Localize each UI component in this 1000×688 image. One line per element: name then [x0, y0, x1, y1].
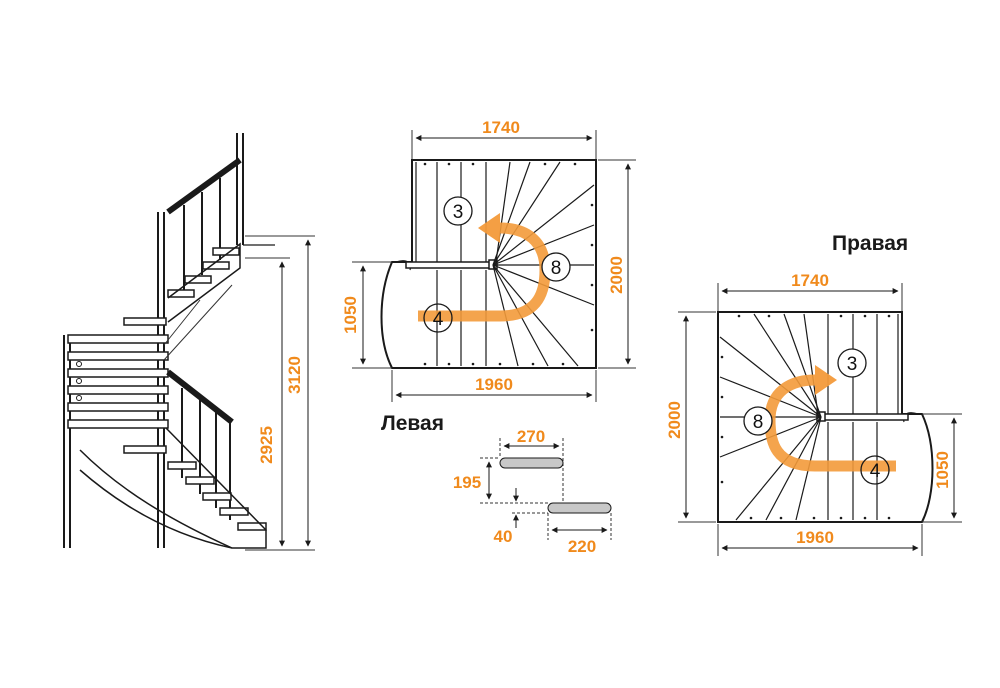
- step-dim-rise: 195: [453, 473, 481, 492]
- left-label-lower: 4: [433, 309, 444, 330]
- right-dim-top: 1740: [791, 271, 829, 290]
- right-label-upper: 3: [847, 354, 858, 375]
- right-dim-right: 1050: [933, 451, 952, 489]
- step-dim-thickness: 40: [494, 527, 513, 546]
- left-dim-left: 1050: [341, 296, 360, 334]
- left-dim-top: 1740: [482, 118, 520, 137]
- right-dim-left: 2000: [665, 401, 684, 439]
- right-dim-bottom: 1960: [796, 528, 834, 547]
- right-label-winder: 8: [753, 412, 764, 433]
- right-label-lower: 4: [870, 461, 881, 482]
- left-label-upper: 3: [453, 202, 464, 223]
- step-dim-overlap: 220: [568, 537, 596, 556]
- heading-right: Правая: [832, 232, 908, 255]
- dim-floor-height: 2925: [257, 426, 276, 464]
- left-dim-right: 2000: [607, 256, 626, 294]
- side-elevation: 2925 3120: [63, 133, 315, 551]
- heading-left: Левая: [381, 412, 444, 435]
- step-dim-tread: 270: [517, 427, 545, 446]
- right-plan: 1740: [665, 271, 962, 556]
- dim-total-height: 3120: [285, 356, 304, 394]
- left-dim-bottom: 1960: [475, 375, 513, 394]
- left-plan: 1740: [341, 118, 636, 402]
- step-detail: 270 195 40 220: [453, 427, 612, 556]
- left-label-winder: 8: [551, 258, 562, 279]
